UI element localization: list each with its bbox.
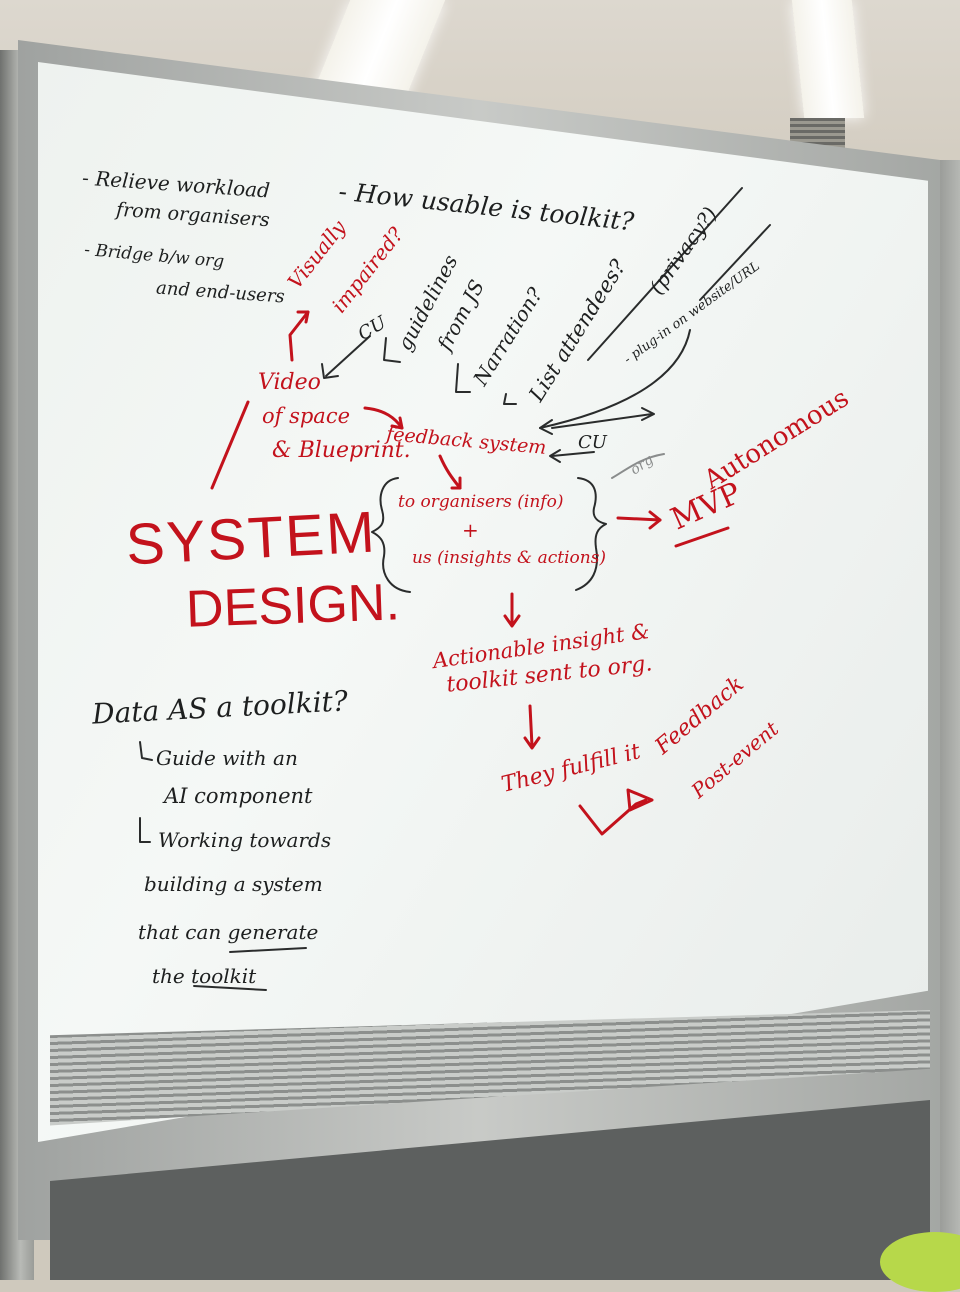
- left-brace: [371, 477, 411, 593]
- right-brace: [575, 477, 607, 591]
- guide-hook: [139, 741, 153, 761]
- note-video: Video: [258, 370, 321, 395]
- guidelines-hook: [383, 337, 401, 363]
- arrow-down-fulfill: [528, 704, 534, 748]
- note-of-space: of space: [262, 404, 351, 428]
- arrow-to-mvp: [616, 516, 662, 522]
- whiteboard-surface: [38, 62, 928, 1142]
- working-hook: [139, 817, 151, 843]
- arrow-cu-to-feedback: [551, 451, 595, 457]
- note-the-toolkit: the toolkit: [152, 964, 257, 988]
- list-hook: [503, 393, 517, 405]
- generate-underline: [229, 947, 307, 953]
- system-design-stroke: [210, 400, 250, 490]
- note-guide-with: Guide with an: [156, 746, 298, 770]
- note-us-insights: us (insights & actions): [412, 548, 607, 568]
- plugin-arrow: [539, 329, 691, 429]
- note-system: SYSTEM: [124, 499, 379, 578]
- note-design: DESIGN.: [185, 573, 401, 639]
- note-plus: +: [462, 518, 479, 542]
- note-to-organisers: to organisers (info): [398, 492, 564, 512]
- note-that-can-generate: that can generate: [138, 920, 319, 944]
- arrow-feedback-down: [438, 454, 462, 490]
- arrow-to-feedback: [578, 798, 648, 836]
- toolkit-underline: [193, 985, 267, 991]
- note-working-towards: Working towards: [158, 828, 332, 852]
- arrow-to-visually-impaired: [288, 310, 310, 362]
- privacy-pointer: [587, 187, 743, 361]
- note-building-system: building a system: [144, 872, 323, 896]
- narration-hook: [455, 363, 471, 393]
- note-blueprint: & Blueprint.: [272, 438, 411, 463]
- note-ai-component: AI component: [164, 784, 313, 808]
- org-curve: [611, 453, 665, 479]
- mvp-underline: [674, 526, 730, 548]
- arrow-cu-to-video: [325, 335, 371, 377]
- note-cu-right: CU: [578, 432, 607, 453]
